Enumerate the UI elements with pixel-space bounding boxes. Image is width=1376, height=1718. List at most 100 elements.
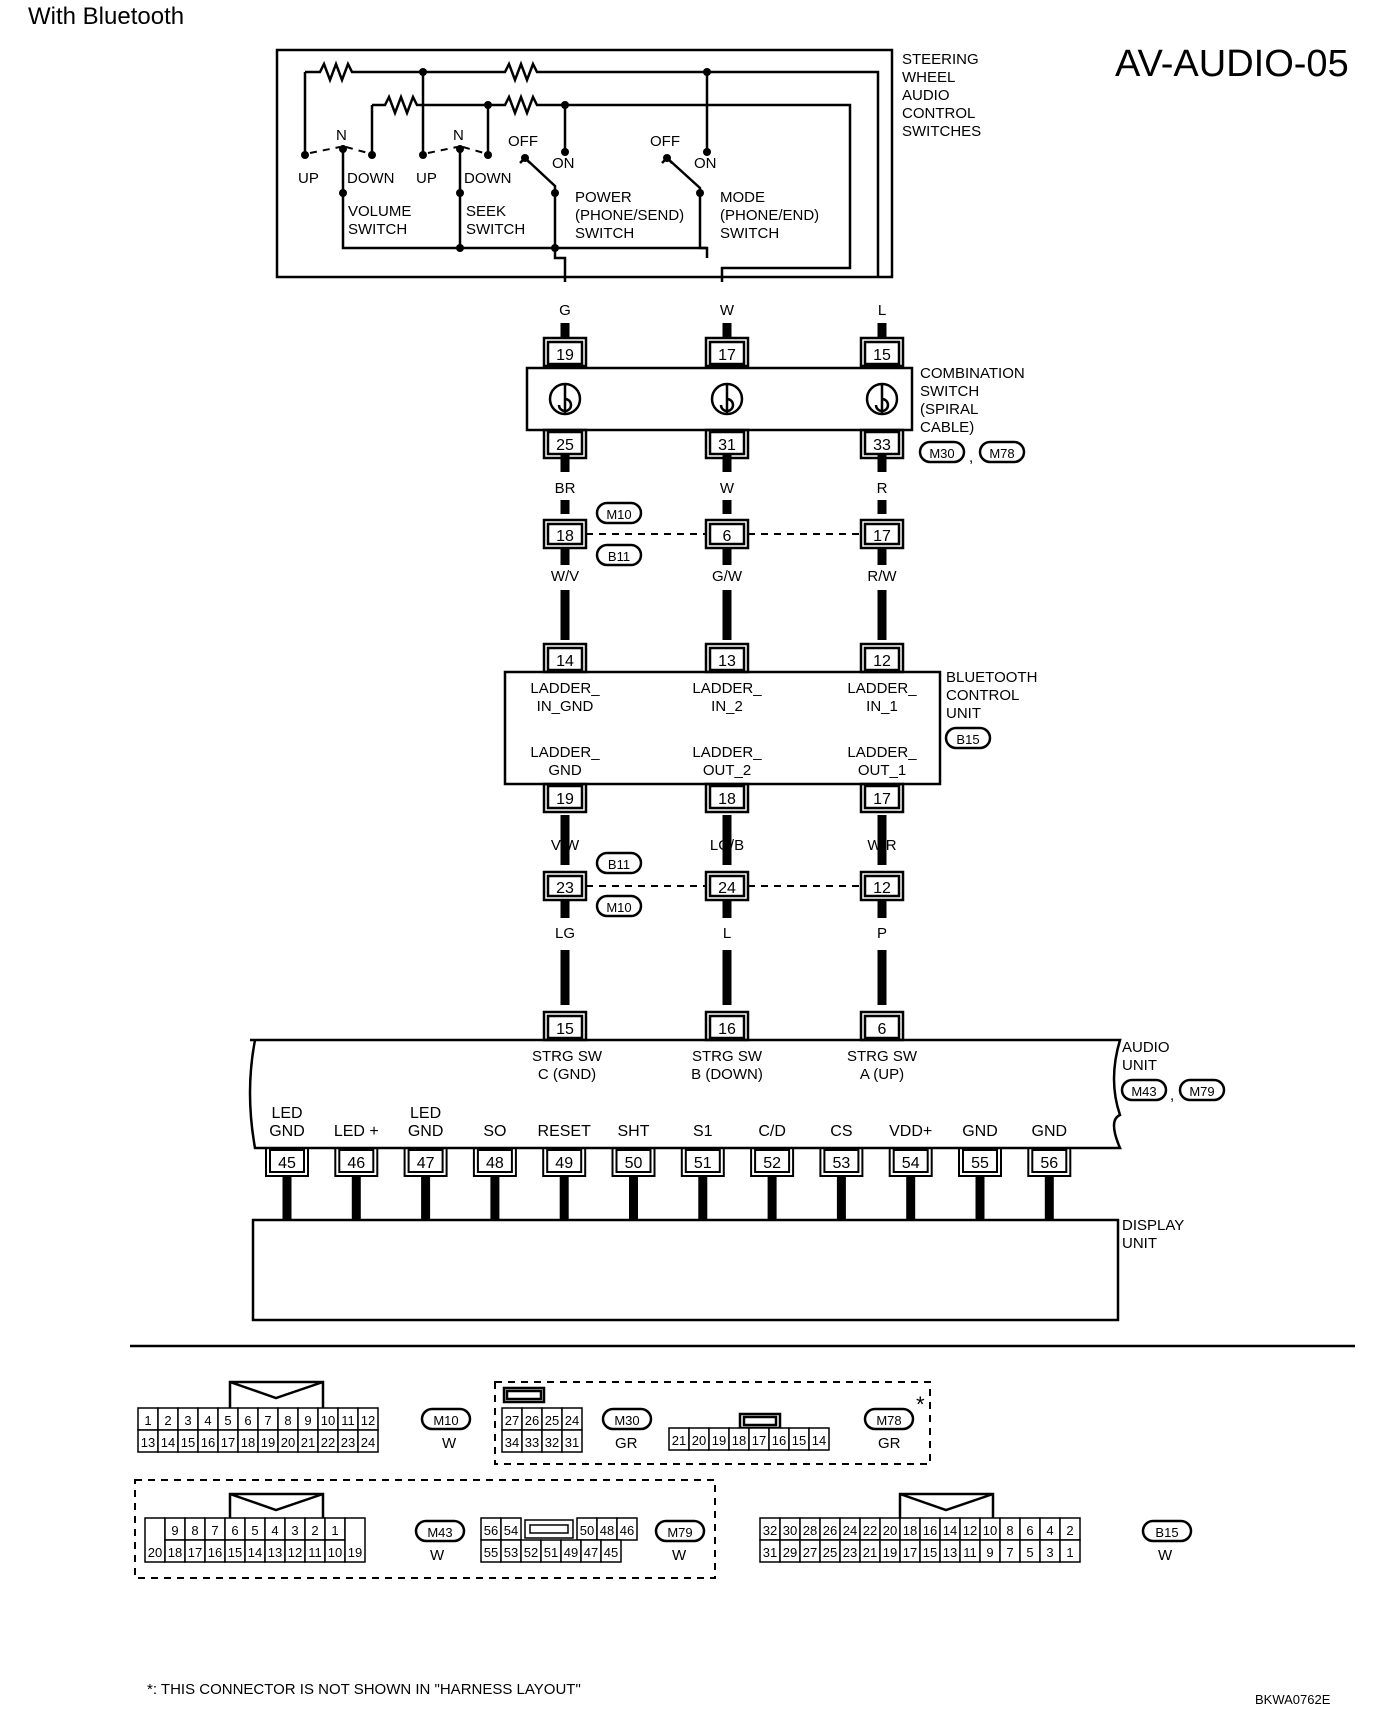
- m10-pin: 18: [241, 1435, 255, 1450]
- audio-pin-51: 51: [694, 1155, 712, 1172]
- svg-text:23: 23: [556, 880, 574, 897]
- b15-pin: 6: [1026, 1523, 1033, 1538]
- wire-colors-mid4: LG L P: [555, 925, 887, 942]
- svg-text:B15: B15: [956, 732, 979, 747]
- bluetooth-out-labels: LADDER_ GND LADDER_ OUT_2 LADDER_ OUT_1: [530, 744, 917, 779]
- m10-pin: 1: [144, 1413, 151, 1428]
- svg-text:24: 24: [718, 880, 736, 897]
- svg-text:6: 6: [878, 1021, 887, 1038]
- svg-text:W: W: [720, 302, 735, 319]
- svg-text:UP: UP: [298, 170, 319, 187]
- svg-text:W: W: [442, 1435, 457, 1452]
- mode-switch: OFF ON MODE (PHONE/END) SWITCH: [650, 133, 819, 242]
- svg-text:LADDER_: LADDER_: [692, 680, 762, 697]
- m10-pin: 6: [244, 1413, 251, 1428]
- svg-text:ON: ON: [552, 155, 575, 172]
- audio-unit-name: AUDIO UNIT M43 , M79: [1120, 1039, 1226, 1104]
- svg-text:33: 33: [873, 437, 891, 454]
- footnote: *: THIS CONNECTOR IS NOT SHOWN IN "HARNE…: [147, 1681, 581, 1698]
- wire-colors-mid1-stubs: [560, 500, 887, 514]
- m10-pin: 15: [181, 1435, 195, 1450]
- m10-pin: 14: [161, 1435, 175, 1450]
- svg-text:12: 12: [873, 880, 891, 897]
- m43-pin: 12: [288, 1545, 302, 1560]
- wire-colors-mid1: BR W R: [555, 480, 888, 497]
- m30-pin: 25: [545, 1413, 559, 1428]
- m43-pin: 8: [191, 1523, 198, 1538]
- m10-pin: 3: [184, 1413, 191, 1428]
- b15-pin: 4: [1046, 1523, 1053, 1538]
- m10-pin: 2: [164, 1413, 171, 1428]
- svg-text:LADDER_: LADDER_: [530, 680, 600, 697]
- audio-pin-47: 47: [417, 1155, 435, 1172]
- audio-pin-48: 48: [486, 1155, 504, 1172]
- m43-pin: 11: [308, 1545, 322, 1560]
- svg-text:C (GND): C (GND): [538, 1066, 596, 1083]
- audio-pin-54: 54: [902, 1155, 920, 1172]
- b15-pin: 9: [986, 1545, 993, 1560]
- m79-pin: 49: [564, 1545, 578, 1560]
- audio-pin-label-51: S1: [693, 1123, 713, 1140]
- power-switch: OFF ON POWER (PHONE/SEND) SWITCH: [508, 133, 684, 242]
- svg-text:LADDER_: LADDER_: [530, 744, 600, 761]
- m78-pin: 21: [672, 1433, 686, 1448]
- m43-pin: 7: [211, 1523, 218, 1538]
- m43-pin: 10: [328, 1545, 342, 1560]
- m43-pin: 5: [251, 1523, 258, 1538]
- svg-text:12: 12: [873, 653, 891, 670]
- svg-text:M10: M10: [606, 507, 631, 522]
- svg-text:SWITCH: SWITCH: [466, 221, 525, 238]
- b15-pin: 22: [863, 1523, 877, 1538]
- svg-text:(PHONE/SEND): (PHONE/SEND): [575, 207, 684, 224]
- b15-pin: 18: [903, 1523, 917, 1538]
- m43-pin: 15: [228, 1545, 242, 1560]
- m43-pin: 14: [248, 1545, 262, 1560]
- svg-text:UP: UP: [416, 170, 437, 187]
- svg-text:G: G: [559, 302, 571, 319]
- audio-pin-label-53: CS: [830, 1123, 852, 1140]
- svg-text:M30: M30: [614, 1413, 639, 1428]
- b15-pin: 27: [803, 1545, 817, 1560]
- combination-name: COMBINATION SWITCH (SPIRAL CABLE): [920, 365, 1025, 436]
- resistor-ladder: [301, 60, 880, 282]
- m43-pin: 13: [268, 1545, 282, 1560]
- svg-text:,: ,: [969, 449, 973, 466]
- b15-pin: 3: [1046, 1545, 1053, 1560]
- audio-unit: 15 16 6 STRG SW C (GND) STRG SW B (DOWN)…: [248, 1010, 1226, 1220]
- m79-pin: 46: [620, 1523, 634, 1538]
- volume-switch: UP N DOWN VOLUME SWITCH: [298, 127, 411, 238]
- audio-pin-label-47: GND: [408, 1123, 444, 1140]
- svg-text:DOWN: DOWN: [347, 170, 395, 187]
- b15-pin: 2: [1066, 1523, 1073, 1538]
- svg-text:L: L: [878, 302, 886, 319]
- junction-connector-1: 18 6 17 M10 B11: [542, 501, 905, 567]
- svg-text:6: 6: [723, 528, 732, 545]
- figure-id: BKWA0762E: [1255, 1692, 1331, 1707]
- bluetooth-pins-bottom: 19 18 17: [542, 782, 905, 814]
- junction-connector-2: 23 24 12 B11 M10: [542, 851, 905, 918]
- steering-switch-assembly: STEERING WHEEL AUDIO CONTROL SWITCHES: [275, 48, 981, 282]
- svg-text:GR: GR: [878, 1435, 901, 1452]
- m79-pin: 47: [584, 1545, 598, 1560]
- audio-pin-56: 56: [1040, 1155, 1058, 1172]
- audio-pin-label-54: VDD+: [889, 1123, 932, 1140]
- m79-pin: 54: [504, 1523, 518, 1538]
- b15-pin: 7: [1006, 1545, 1013, 1560]
- svg-text:N: N: [453, 127, 464, 144]
- svg-text:SWITCH: SWITCH: [575, 225, 634, 242]
- svg-text:W: W: [430, 1547, 445, 1564]
- m10-pin: 4: [204, 1413, 211, 1428]
- svg-text:LG/B: LG/B: [710, 837, 744, 854]
- m30-pin: 27: [505, 1413, 519, 1428]
- m43-pin: 18: [168, 1545, 182, 1560]
- combination-switch: 19 17 15 25 31 33 COMBINATION SWITCH (SP…: [525, 336, 1026, 466]
- svg-text:B11: B11: [608, 857, 630, 872]
- svg-text:CONTROL: CONTROL: [946, 687, 1019, 704]
